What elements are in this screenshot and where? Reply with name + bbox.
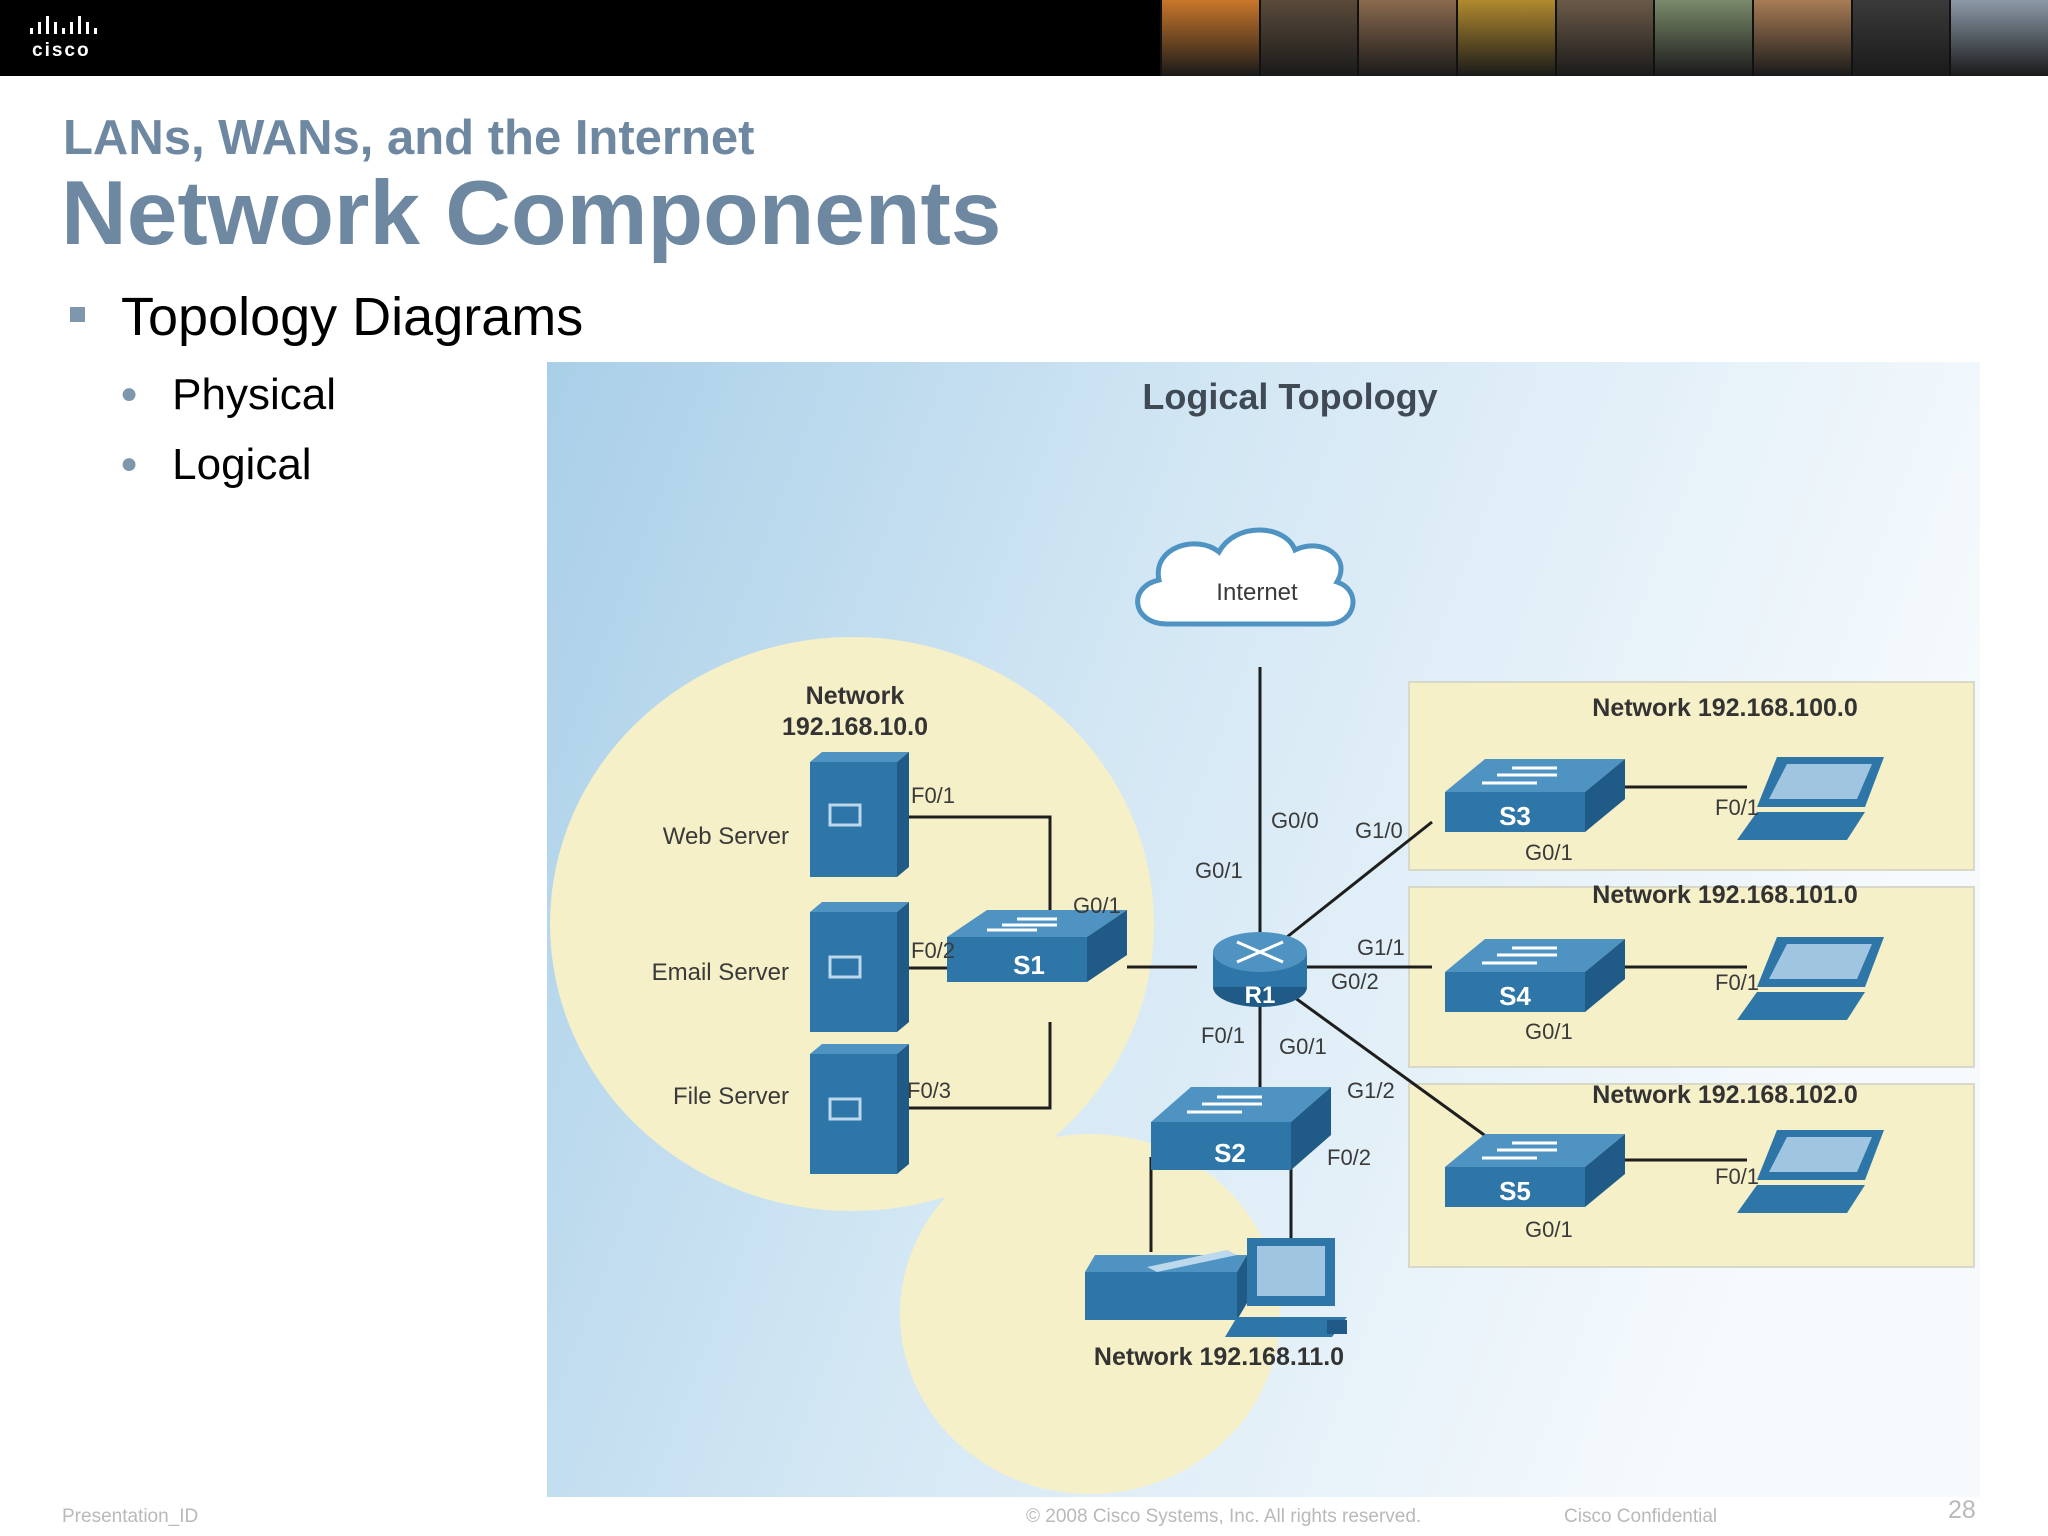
- lan-10-label-line1: Network: [806, 682, 905, 710]
- switch-s2-icon[interactable]: S2: [1151, 1087, 1331, 1170]
- port-label: G0/1: [1279, 1034, 1327, 1059]
- web-server-label: Web Server: [663, 823, 789, 850]
- port-label: F0/1: [911, 783, 955, 808]
- port-label: F0/1: [1201, 1023, 1245, 1048]
- slide-title: Network Components: [61, 163, 1002, 264]
- router-r1-icon[interactable]: R1: [1213, 932, 1307, 1009]
- sub-bullet-logical: ● Logical: [120, 440, 312, 490]
- network-102-label: Network 192.168.102.0: [1592, 1081, 1857, 1109]
- square-bullet-icon: [70, 307, 85, 323]
- lan-10-label-line2: 192.168.10.0: [782, 713, 928, 741]
- switch-s3-label: S3: [1499, 801, 1531, 831]
- dot-bullet-icon: ●: [120, 377, 139, 410]
- links: [897, 667, 1747, 1252]
- cisco-logo-text: cisco: [32, 40, 91, 61]
- header-photo: [1258, 0, 1358, 76]
- header-photo: [1456, 0, 1555, 76]
- port-label: F0/3: [907, 1078, 951, 1103]
- slide-subtitle: LANs, WANs, and the Internet: [63, 111, 755, 165]
- port-label: F0/1: [1715, 970, 1759, 995]
- bullet-text: Topology Diagrams: [121, 287, 584, 347]
- email-server-label: Email Server: [652, 959, 789, 986]
- port-label: G0/1: [1525, 1019, 1573, 1044]
- internet-cloud[interactable]: Internet: [1135, 527, 1356, 627]
- internet-label: Internet: [1216, 579, 1298, 606]
- header-photo: [1752, 0, 1851, 76]
- footer-presentation-id: Presentation_ID: [62, 1506, 199, 1527]
- dot-bullet-icon: ●: [120, 447, 139, 480]
- diagram-title: Logical Topology: [1142, 376, 1437, 417]
- port-label: F0/2: [1327, 1145, 1371, 1170]
- network-101-label: Network 192.168.101.0: [1592, 881, 1857, 909]
- port-label: G0/0: [1271, 808, 1319, 833]
- header-photo: [1653, 0, 1753, 76]
- header-photo: [1949, 0, 2048, 76]
- lan-11-label: Network 192.168.11.0: [1094, 1343, 1344, 1371]
- photo-strip: [1160, 0, 2048, 76]
- port-label: G0/1: [1195, 858, 1243, 883]
- header-photo: [1357, 0, 1457, 76]
- port-label: F0/1: [1715, 795, 1759, 820]
- file-server-label: File Server: [673, 1083, 789, 1110]
- switch-s1-label: S1: [1013, 950, 1045, 980]
- port-label: G0/1: [1525, 840, 1573, 865]
- header-photo: [1160, 0, 1259, 76]
- port-label: G0/2: [1331, 969, 1379, 994]
- network-100-label: Network 192.168.100.0: [1592, 694, 1857, 722]
- cisco-logo-icon: [30, 16, 97, 34]
- switch-s4-label: S4: [1499, 981, 1531, 1011]
- sub-bullet-text: Logical: [172, 440, 312, 489]
- port-label: G0/1: [1073, 893, 1121, 918]
- router-r1-label: R1: [1245, 982, 1276, 1009]
- network-102-zone: [1408, 1083, 1975, 1268]
- switch-s3-icon[interactable]: S3: [1445, 759, 1625, 832]
- port-label: G1/1: [1357, 935, 1405, 960]
- footer-copyright: © 2008 Cisco Systems, Inc. All rights re…: [1026, 1506, 1422, 1527]
- laptop-network-102-icon[interactable]: [1737, 1130, 1884, 1213]
- printer-icon[interactable]: [1085, 1250, 1247, 1320]
- switch-s2-label: S2: [1214, 1138, 1246, 1168]
- email-server-icon[interactable]: [810, 902, 909, 1032]
- footer-confidential: Cisco Confidential: [1564, 1506, 1718, 1527]
- port-label: G1/2: [1347, 1078, 1395, 1103]
- switch-s5-icon[interactable]: S5: [1445, 1134, 1625, 1207]
- network-101-zone: [1408, 886, 1975, 1068]
- desktop-pc-icon[interactable]: [1225, 1238, 1347, 1337]
- port-label: G1/0: [1355, 818, 1403, 843]
- laptop-network-101-icon[interactable]: [1737, 937, 1884, 1020]
- header-bar: cisco: [0, 0, 2048, 76]
- port-label: G0/1: [1525, 1217, 1573, 1242]
- header-photo: [1554, 0, 1654, 76]
- switch-s1-icon[interactable]: S1: [947, 910, 1127, 982]
- header-photo: [1850, 0, 1950, 76]
- logical-topology-diagram: Logical Topology Internet Network 192.16…: [547, 362, 1980, 1497]
- laptop-network-100-icon[interactable]: [1737, 757, 1884, 840]
- switch-s5-label: S5: [1499, 1176, 1531, 1206]
- file-server-icon[interactable]: [810, 1044, 909, 1174]
- switch-s4-icon[interactable]: S4: [1445, 939, 1625, 1012]
- web-server-icon[interactable]: [810, 752, 909, 877]
- sub-bullet-text: Physical: [172, 370, 336, 419]
- page-number: 28: [1948, 1496, 1976, 1524]
- port-label: F0/1: [1715, 1164, 1759, 1189]
- sub-bullet-physical: ● Physical: [120, 370, 336, 420]
- bullet-topology-diagrams: Topology Diagrams: [70, 286, 583, 348]
- port-label: F0/2: [911, 938, 955, 963]
